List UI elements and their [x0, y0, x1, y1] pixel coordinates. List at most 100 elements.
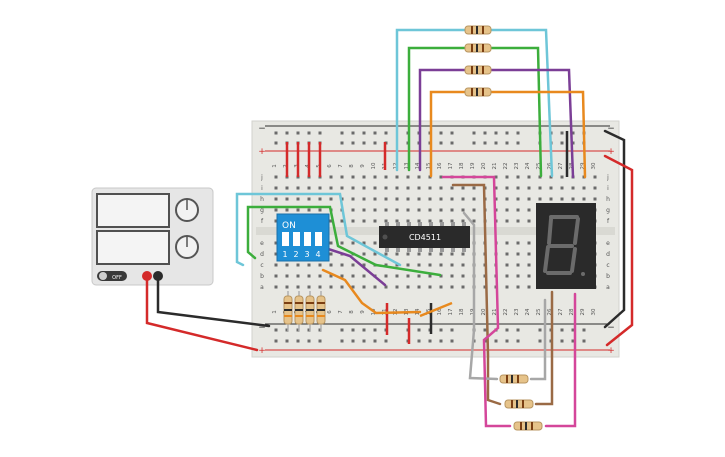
rail-jumpers[interactable] [285, 131, 569, 344]
terminal-hole[interactable] [538, 175, 542, 179]
rail-hole[interactable] [505, 328, 509, 332]
terminal-hole[interactable] [285, 285, 289, 289]
rail-hole[interactable] [560, 339, 564, 343]
rail-hole[interactable] [472, 141, 476, 145]
rail-hole[interactable] [417, 339, 421, 343]
terminal-hole[interactable] [439, 263, 443, 267]
dip-toggle[interactable] [304, 232, 311, 246]
terminal-hole[interactable] [439, 186, 443, 190]
terminal-hole[interactable] [285, 208, 289, 212]
power-supply[interactable]: OFF [91, 187, 214, 286]
rail-hole[interactable] [494, 339, 498, 343]
rail-hole[interactable] [340, 141, 344, 145]
terminal-hole[interactable] [527, 175, 531, 179]
terminal-hole[interactable] [373, 208, 377, 212]
terminal-hole[interactable] [516, 285, 520, 289]
terminal-hole[interactable] [439, 219, 443, 223]
rail-hole[interactable] [571, 328, 575, 332]
terminal-hole[interactable] [296, 186, 300, 190]
pulldown-resistors[interactable] [283, 291, 326, 331]
green-wire[interactable] [246, 205, 442, 277]
terminal-hole[interactable] [329, 263, 333, 267]
terminal-hole[interactable] [384, 208, 388, 212]
terminal-hole[interactable] [340, 219, 344, 223]
black-rail-link[interactable] [603, 129, 626, 329]
rail-hole[interactable] [351, 328, 355, 332]
terminal-hole[interactable] [505, 208, 509, 212]
terminal-hole[interactable] [505, 186, 509, 190]
pink-wire[interactable] [544, 292, 577, 428]
rail-hole[interactable] [384, 131, 388, 135]
terminal-hole[interactable] [571, 186, 575, 190]
terminal-hole[interactable] [450, 186, 454, 190]
rail-hole[interactable] [571, 131, 575, 135]
terminal-hole[interactable] [395, 175, 399, 179]
terminal-hole[interactable] [362, 219, 366, 223]
rail-hole[interactable] [450, 339, 454, 343]
seven-segment-display[interactable] [536, 203, 596, 289]
rail-hole[interactable] [296, 339, 300, 343]
terminal-hole[interactable] [428, 186, 432, 190]
rail-hole[interactable] [274, 141, 278, 145]
terminal-hole[interactable] [329, 274, 333, 278]
terminal-hole[interactable] [318, 274, 322, 278]
red-rail-link[interactable] [603, 154, 634, 347]
terminal-hole[interactable] [351, 186, 355, 190]
terminal-hole[interactable] [560, 197, 564, 201]
terminal-hole[interactable] [417, 285, 421, 289]
rail-hole[interactable] [516, 141, 520, 145]
rail-hole[interactable] [439, 339, 443, 343]
brown-wire[interactable] [451, 183, 502, 406]
rail-hole[interactable] [307, 339, 311, 343]
terminal-hole[interactable] [318, 263, 322, 267]
terminal-hole[interactable] [362, 208, 366, 212]
terminal-hole[interactable] [307, 285, 311, 289]
terminal-hole[interactable] [340, 285, 344, 289]
dip-toggle[interactable] [293, 232, 300, 246]
rail-hole[interactable] [439, 131, 443, 135]
negative-terminal[interactable] [153, 271, 163, 281]
rail-hole[interactable] [340, 131, 344, 135]
rail-hole[interactable] [351, 141, 355, 145]
terminal-hole[interactable] [560, 175, 564, 179]
rail-hole[interactable] [373, 339, 377, 343]
terminal-hole[interactable] [527, 208, 531, 212]
terminal-hole[interactable] [428, 219, 432, 223]
gray-wire[interactable] [462, 211, 499, 381]
terminal-hole[interactable] [384, 274, 388, 278]
terminal-hole[interactable] [417, 252, 421, 256]
terminal-hole[interactable] [296, 197, 300, 201]
terminal-hole[interactable] [450, 252, 454, 256]
rail-hole[interactable] [318, 328, 322, 332]
terminal-hole[interactable] [439, 252, 443, 256]
terminal-hole[interactable] [461, 186, 465, 190]
terminal-hole[interactable] [505, 285, 509, 289]
terminal-hole[interactable] [549, 175, 553, 179]
terminal-hole[interactable] [527, 274, 531, 278]
rail-hole[interactable] [450, 328, 454, 332]
terminal-hole[interactable] [329, 241, 333, 245]
cd4511-chip[interactable]: CD4511 [379, 226, 470, 248]
terminal-hole[interactable] [505, 263, 509, 267]
black-power-lead[interactable] [156, 279, 271, 328]
terminal-hole[interactable] [461, 252, 465, 256]
terminal-hole[interactable] [450, 197, 454, 201]
rail-hole[interactable] [560, 131, 564, 135]
terminal-hole[interactable] [351, 285, 355, 289]
terminal-hole[interactable] [307, 274, 311, 278]
terminal-hole[interactable] [461, 274, 465, 278]
terminal-hole[interactable] [549, 197, 553, 201]
rail-hole[interactable] [296, 328, 300, 332]
terminal-hole[interactable] [516, 208, 520, 212]
rail-hole[interactable] [560, 328, 564, 332]
terminal-hole[interactable] [307, 208, 311, 212]
terminal-hole[interactable] [516, 186, 520, 190]
terminal-hole[interactable] [395, 252, 399, 256]
terminal-hole[interactable] [439, 285, 443, 289]
terminal-hole[interactable] [505, 175, 509, 179]
dip-toggle[interactable] [315, 232, 322, 246]
terminal-hole[interactable] [395, 219, 399, 223]
terminal-hole[interactable] [296, 285, 300, 289]
terminal-hole[interactable] [428, 197, 432, 201]
terminal-hole[interactable] [549, 186, 553, 190]
